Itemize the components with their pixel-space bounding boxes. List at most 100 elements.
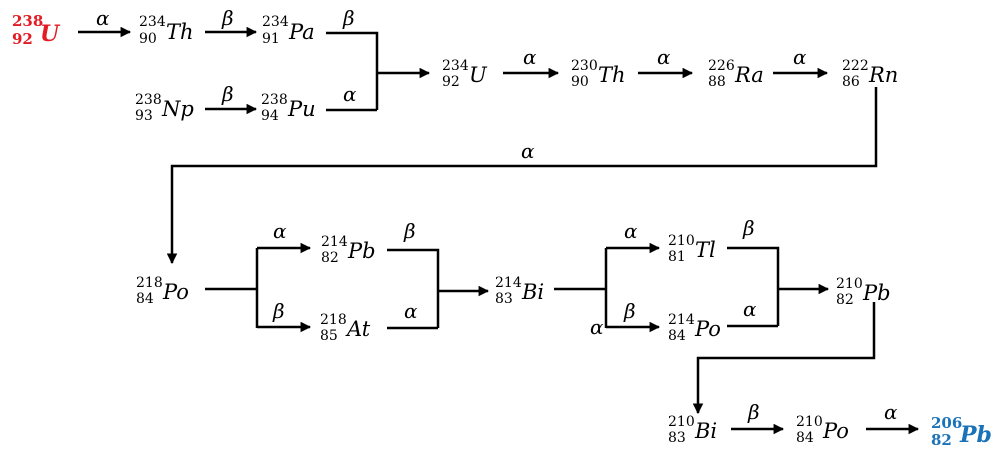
svg-text:82: 82 [836, 292, 854, 308]
svg-text:210: 210 [796, 414, 823, 430]
svg-text:Rn: Rn [868, 63, 898, 87]
svg-text:210: 210 [668, 233, 695, 249]
nuclide-pa234: 234 91 Pa [262, 14, 315, 47]
svg-text:82: 82 [931, 431, 952, 449]
svg-text:92: 92 [12, 30, 33, 48]
line-tl210-merge [727, 246, 780, 326]
svg-text:91: 91 [262, 31, 280, 47]
svg-text:Bi: Bi [694, 419, 717, 443]
label-alpha: α [523, 45, 537, 69]
label-alpha: α [343, 82, 357, 106]
nuclide-po218: 218 84 Po [136, 275, 189, 307]
svg-text:At: At [345, 317, 371, 341]
svg-text:238: 238 [261, 92, 288, 108]
line-pa234-merge [326, 31, 379, 110]
label-alpha: α [273, 219, 287, 243]
svg-text:81: 81 [668, 249, 686, 265]
svg-text:85: 85 [320, 328, 338, 344]
svg-text:94: 94 [261, 108, 279, 124]
nuclide-po210: 210 84 Po [796, 414, 849, 446]
svg-text:84: 84 [668, 328, 686, 344]
label-beta: β [623, 299, 636, 323]
arrow-rn222-po218 [166, 87, 878, 265]
label-alpha: α [590, 315, 604, 339]
svg-text:Bi: Bi [521, 280, 544, 304]
svg-text:Pb: Pb [959, 422, 992, 448]
label-beta: β [403, 219, 416, 243]
label-beta: β [221, 6, 234, 30]
label-beta: β [742, 216, 755, 240]
svg-text:U: U [40, 21, 61, 47]
svg-text:Np: Np [161, 97, 194, 121]
label-alpha: α [521, 139, 535, 163]
nuclide-pu238: 238 94 Pu [261, 92, 316, 124]
nuclide-pb214: 214 82 Pb [321, 234, 376, 266]
nuclide-tl210: 210 81 Tl [668, 233, 716, 265]
svg-text:214: 214 [668, 312, 695, 328]
svg-text:234: 234 [262, 14, 289, 30]
label-alpha: α [96, 6, 110, 30]
svg-text:Pa: Pa [288, 20, 315, 44]
nuclide-bi210: 210 83 Bi [668, 414, 717, 446]
label-beta: β [747, 400, 760, 424]
svg-text:82: 82 [321, 250, 339, 266]
svg-text:230: 230 [571, 58, 598, 74]
svg-text:218: 218 [320, 312, 347, 328]
svg-text:Po: Po [694, 317, 721, 341]
svg-text:90: 90 [571, 74, 589, 90]
svg-text:Pb: Pb [347, 239, 376, 263]
nuclide-pb206: 206 82 Pb [931, 414, 992, 449]
nuclide-pb210: 210 82 Pb [836, 276, 891, 308]
nuclide-np238: 238 93 Np [135, 92, 194, 124]
svg-text:88: 88 [708, 74, 726, 90]
nuclide-po214: 214 84 Po [668, 312, 721, 344]
svg-text:222: 222 [842, 58, 869, 74]
svg-text:83: 83 [495, 291, 513, 307]
svg-text:93: 93 [135, 108, 153, 124]
nuclide-u234: 234 92 U [442, 58, 488, 90]
svg-text:Pb: Pb [862, 281, 891, 305]
label-beta: β [272, 299, 285, 323]
svg-text:234: 234 [442, 58, 469, 74]
svg-text:Tl: Tl [695, 238, 716, 262]
svg-text:210: 210 [836, 276, 863, 292]
label-alpha: α [884, 400, 898, 424]
nuclide-th230: 230 90 Th [571, 58, 626, 90]
nuclide-u238: 238 92 U [12, 12, 61, 48]
svg-text:90: 90 [139, 31, 157, 47]
label-beta: β [221, 82, 234, 106]
svg-text:214: 214 [321, 234, 348, 250]
svg-text:Po: Po [822, 419, 849, 443]
svg-text:Th: Th [166, 20, 194, 44]
svg-text:84: 84 [136, 291, 154, 307]
label-alpha: α [624, 219, 638, 243]
label-beta: β [342, 6, 355, 30]
svg-text:214: 214 [495, 275, 522, 291]
nuclide-ra226: 226 88 Ra [708, 58, 764, 90]
svg-text:83: 83 [668, 430, 686, 446]
svg-text:Pu: Pu [287, 97, 316, 121]
label-alpha: α [743, 297, 757, 321]
label-alpha: α [404, 299, 418, 323]
svg-text:86: 86 [842, 74, 860, 90]
svg-text:218: 218 [136, 275, 163, 291]
nuclide-rn222: 222 86 Rn [842, 58, 898, 90]
svg-text:234: 234 [139, 14, 166, 30]
nuclide-th234: 234 90 Th [139, 14, 194, 47]
line-pb214-merge [387, 248, 440, 328]
svg-text:Ra: Ra [734, 63, 764, 87]
svg-text:U: U [469, 63, 488, 87]
svg-text:238: 238 [135, 92, 162, 108]
svg-text:210: 210 [668, 414, 695, 430]
label-alpha: α [657, 45, 671, 69]
nuclide-bi214: 214 83 Bi [495, 275, 544, 307]
label-alpha: α [793, 45, 807, 69]
svg-text:84: 84 [796, 430, 814, 446]
svg-text:206: 206 [931, 414, 962, 432]
svg-text:226: 226 [708, 58, 735, 74]
svg-text:92: 92 [442, 74, 460, 90]
svg-text:Th: Th [598, 63, 626, 87]
svg-text:Po: Po [162, 280, 189, 304]
nuclide-at218: 218 85 At [320, 312, 371, 344]
arrow-pb210-bi210 [692, 302, 876, 415]
